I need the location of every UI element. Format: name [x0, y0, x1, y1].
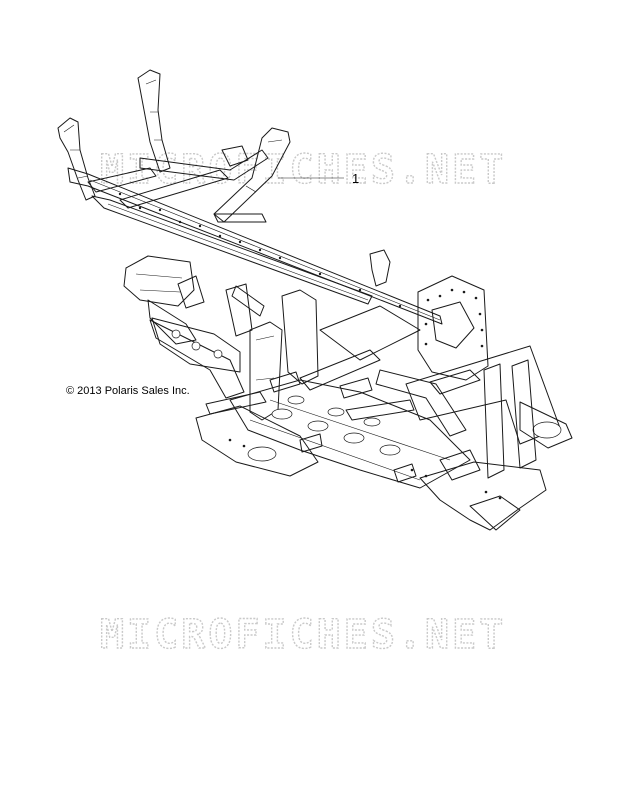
callout-number-1: 1 — [352, 171, 359, 186]
watermark-bottom: MICROFICHES.NET — [100, 612, 506, 658]
roll-cage-assembly — [57, 69, 443, 325]
watermark-top: MICROFICHES.NET — [100, 147, 506, 193]
copyright-text: © 2013 Polaris Sales Inc. — [66, 385, 190, 397]
main-chassis — [123, 255, 573, 531]
